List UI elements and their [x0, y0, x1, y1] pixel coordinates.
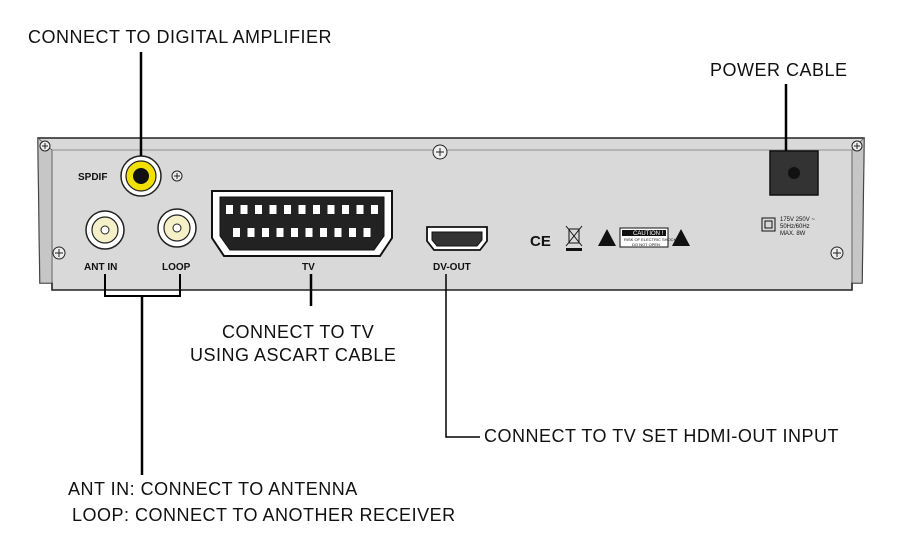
double-insulation-icon — [761, 217, 776, 232]
power-rating-line3: MAX. 8W — [780, 231, 806, 237]
power-socket — [769, 150, 819, 196]
screw-icon — [39, 140, 51, 152]
ant-in-jack — [85, 210, 125, 250]
warning-triangle-icon — [672, 229, 690, 246]
scart-pin — [226, 205, 233, 214]
loop-callout: LOOP: CONNECT TO ANOTHER RECEIVER — [72, 505, 456, 525]
scart-pin — [284, 205, 291, 214]
scart-pin — [298, 205, 306, 214]
scart-pin — [269, 205, 277, 214]
hdmi-leader — [445, 274, 480, 438]
dv-out-label: DV-OUT — [433, 262, 471, 273]
leader-lines — [104, 52, 788, 475]
scart-pin — [363, 228, 371, 237]
hdmi-callout: CONNECT TO TV SET HDMI-OUT INPUT — [484, 426, 840, 446]
scart-pin — [305, 228, 313, 237]
scart-callout-line1: CONNECT TO TV — [222, 322, 375, 342]
screw-icon — [830, 246, 844, 260]
caution-sub1: RISK OF ELECTRIC SHOCK — [624, 237, 677, 242]
caution-title: CAUTION ! — [633, 231, 664, 237]
weee-bin-icon — [565, 225, 583, 251]
scart-pin — [371, 205, 378, 214]
scart-connector — [211, 190, 393, 257]
caution-label: CAUTION ! RISK OF ELECTRIC SHOCK DO NOT … — [619, 227, 677, 248]
scart-pin — [240, 205, 248, 214]
scart-pin — [356, 205, 364, 214]
screw-icon — [851, 140, 863, 152]
loop-label: LOOP — [162, 262, 191, 273]
scart-pin — [262, 228, 269, 237]
warning-triangle-icon — [598, 229, 616, 246]
spdif-label: SPDIF — [78, 172, 107, 183]
ground-icon — [171, 170, 183, 182]
tv-label: TV — [302, 262, 315, 273]
ce-mark: CE — [530, 233, 551, 250]
power-rating-line2: 50Hz/60Hz — [780, 224, 810, 230]
power-rating-line1: 175V 250V ~ — [780, 217, 815, 223]
scart-pin — [247, 228, 255, 237]
ant-in-callout: ANT IN: CONNECT TO ANTENNA — [68, 479, 358, 499]
hdmi-connector — [426, 226, 488, 251]
scart-pin — [320, 228, 327, 237]
scart-pin — [291, 228, 298, 237]
scart-pin — [342, 205, 349, 214]
ant-in-label: ANT IN — [84, 262, 117, 273]
digital-amplifier-callout: CONNECT TO DIGITAL AMPLIFIER — [28, 27, 333, 47]
scart-pin — [233, 228, 240, 237]
scart-pin — [349, 228, 356, 237]
scart-pins — [226, 205, 378, 237]
scart-pin — [313, 205, 320, 214]
scart-callout-line2: USING ASCART CABLE — [190, 345, 397, 365]
power-cable-callout: POWER CABLE — [710, 60, 848, 80]
scart-pin — [334, 228, 342, 237]
spdif-jack — [120, 155, 162, 197]
loop-jack — [157, 208, 197, 248]
caution-sub2: DO NOT OPEN — [632, 242, 660, 247]
scart-pin — [255, 205, 262, 214]
screw-icon — [432, 144, 448, 160]
scart-pin — [276, 228, 284, 237]
scart-pin — [327, 205, 335, 214]
screw-icon — [52, 246, 66, 260]
